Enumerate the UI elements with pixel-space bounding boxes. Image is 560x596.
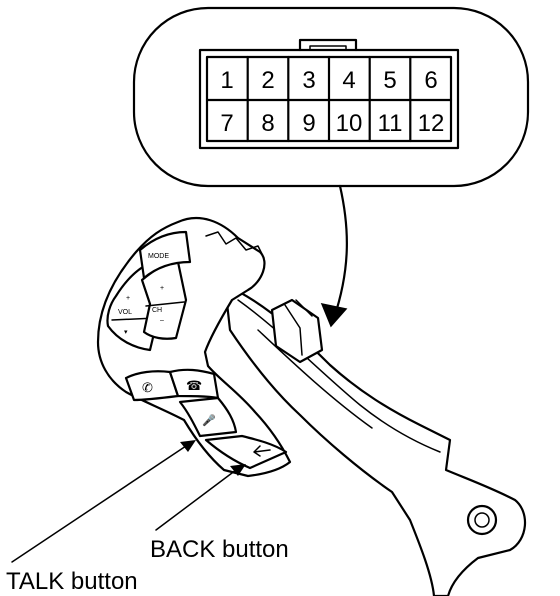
back-button-callout: BACK button: [150, 536, 289, 563]
mounting-hole: [466, 504, 498, 536]
mode-button[interactable]: MODE: [138, 230, 192, 280]
ch-minus-symbol: –: [160, 317, 164, 324]
talk-callout-arrow: [11, 440, 196, 563]
pin-4: 4: [342, 67, 355, 94]
back-button[interactable]: [204, 434, 288, 470]
vol-label: VOL: [118, 309, 132, 316]
connector-callout: 1 2 3 4 5 6 7 8 9 10 11 12: [132, 6, 530, 188]
pin-6: 6: [424, 67, 437, 94]
connector-lock-tab: [298, 38, 358, 52]
pin-11: 11: [378, 110, 403, 137]
vol-minus-symbol: ▾: [124, 329, 128, 336]
back-callout-arrow: [155, 464, 246, 531]
pin-9: 9: [302, 110, 315, 137]
talk-button-callout: TALK button: [6, 568, 138, 595]
pin-5: 5: [383, 67, 396, 94]
pin-1: 1: [220, 67, 233, 94]
connector-pointer-arrow: [320, 184, 348, 328]
back-icon: [253, 445, 271, 457]
pin-2: 2: [261, 67, 274, 94]
mode-label: MODE: [148, 253, 169, 260]
steering-switch: + ▾ VOL + – CH MODE ✆ ☎ 🎤: [96, 217, 527, 596]
phone-hangup-button[interactable]: ☎: [168, 368, 220, 400]
pin-7: 7: [220, 110, 233, 137]
ch-plus-symbol: +: [160, 285, 164, 292]
talk-button[interactable]: 🎤: [178, 396, 238, 438]
phone-pickup-icon: ✆: [142, 380, 153, 395]
pin-8: 8: [261, 110, 274, 137]
pin-12: 12: [418, 110, 445, 137]
pin-3: 3: [302, 67, 315, 94]
switch-connector: [270, 298, 324, 364]
talk-icon: 🎤: [202, 413, 216, 427]
pin-grid: [205, 55, 453, 143]
ch-label: CH: [152, 307, 162, 314]
vol-plus-symbol: +: [126, 295, 130, 302]
pin-10: 10: [336, 110, 363, 137]
phone-hangup-icon: ☎: [186, 378, 202, 393]
